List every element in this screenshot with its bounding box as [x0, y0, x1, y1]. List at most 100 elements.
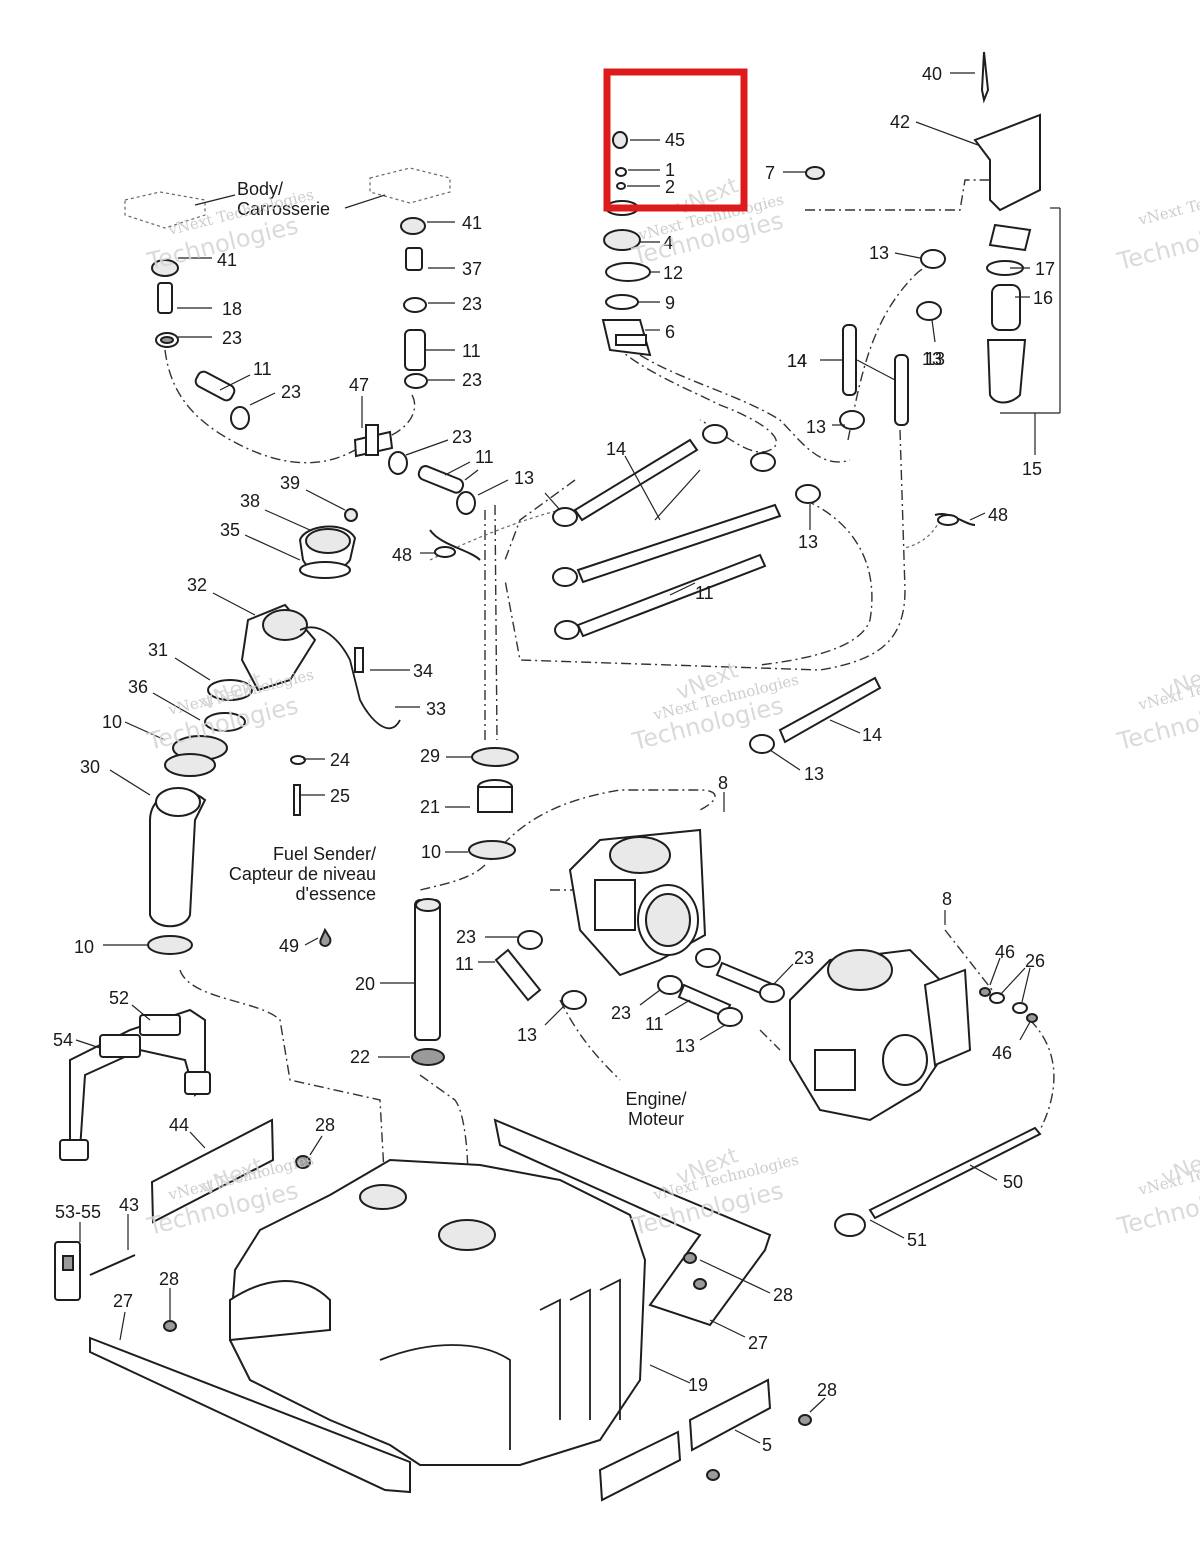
part-label: 14	[606, 439, 626, 459]
part-label: 46	[992, 1043, 1012, 1063]
part-label: 25	[330, 786, 350, 806]
part-label: 16	[1033, 288, 1053, 308]
part-label: 22	[350, 1047, 370, 1067]
part-label: 8	[942, 889, 952, 909]
note-fuel-sender-line1: Fuel Sender/	[273, 844, 376, 864]
part-label: 42	[890, 112, 910, 132]
part-label: 47	[349, 375, 369, 395]
part-label: 23	[794, 948, 814, 968]
choke-cable	[834, 1126, 1042, 1237]
part-label: 34	[413, 661, 433, 681]
part-label: 27	[113, 1291, 133, 1311]
part-label: 53-55	[55, 1202, 101, 1222]
part-label: 41	[217, 250, 237, 270]
part-label: 45	[665, 130, 685, 150]
part-label: 11	[645, 1014, 664, 1034]
part-label: 27	[748, 1333, 768, 1353]
callout-notes: Body/ Carrosserie Fuel Sender/ Capteur d…	[194, 179, 687, 1129]
part-label: 43	[119, 1195, 139, 1215]
part-label: 23	[611, 1003, 631, 1023]
part-number-labels: 40 42 45 1 2 7 4 12 9 6 41 41 37 18 23 2…	[53, 64, 1055, 1455]
part-label: 6	[665, 322, 675, 342]
nut-7	[805, 166, 825, 180]
watermark-text: vNext Technologies	[1136, 175, 1200, 229]
part-label: 20	[355, 974, 375, 994]
part-label: 10	[74, 937, 94, 957]
part-label: 28	[817, 1380, 837, 1400]
part-label: 54	[53, 1030, 73, 1050]
fuel-hoses	[494, 324, 909, 1019]
valve-assembly-top	[601, 131, 652, 357]
fuel-tank	[228, 1118, 772, 1466]
fuel-sender	[319, 898, 445, 1066]
fuel-filter-assembly	[973, 51, 1061, 455]
note-fuel-sender-line3: d'essence	[296, 884, 377, 904]
part-label: 37	[462, 259, 482, 279]
vent-fitting-left	[151, 259, 250, 430]
part-label: 11	[455, 954, 474, 974]
part-label: 40	[922, 64, 942, 84]
part-label: 11	[462, 341, 481, 361]
part-label: 17	[1035, 259, 1055, 279]
part-label: 24	[330, 750, 350, 770]
part-label: 49	[279, 936, 299, 956]
part-label: 14	[787, 351, 807, 371]
fuel-routing-lines	[164, 179, 1055, 1231]
leader-lines	[75, 72, 1031, 1444]
vent-fitting-right	[353, 217, 476, 515]
part-label: 38	[240, 491, 260, 511]
part-label: 13	[675, 1036, 695, 1056]
part-label: 13	[806, 417, 826, 437]
switch-53-55	[54, 1241, 136, 1301]
part-label: 14	[862, 725, 882, 745]
part-label: 13	[925, 349, 945, 369]
part-label: 12	[663, 263, 683, 283]
part-label: 13	[517, 1025, 537, 1045]
part-label: 7	[765, 163, 775, 183]
tank-strap	[59, 1008, 211, 1161]
part-label: 10	[102, 712, 122, 732]
note-body-line1: Body/	[237, 179, 283, 199]
part-label: 30	[80, 757, 100, 777]
tank-bracket-44	[150, 1118, 311, 1224]
part-label: 41	[462, 213, 482, 233]
part-label: 14	[787, 351, 807, 371]
part-label: 46	[995, 942, 1015, 962]
part-label: 44	[169, 1115, 189, 1135]
part-label: 28	[773, 1285, 793, 1305]
part-label: 35	[220, 520, 240, 540]
part-label: 5	[762, 1435, 772, 1455]
part-label: 10	[421, 842, 441, 862]
part-label: 2	[665, 177, 675, 197]
part-label: 8	[718, 773, 728, 793]
part-label: 13	[922, 349, 942, 369]
part-label: 21	[420, 797, 440, 817]
carburetor-rear	[789, 948, 972, 1122]
part-label: 51	[907, 1230, 927, 1250]
part-label: 13	[804, 764, 824, 784]
part-label: 29	[420, 746, 440, 766]
part-label: 11	[253, 359, 272, 379]
part-label: 23	[456, 927, 476, 947]
part-label: 9	[665, 293, 675, 313]
part-label: 13	[514, 468, 534, 488]
part-label: 15	[1022, 459, 1042, 479]
body-panel-left	[124, 167, 451, 229]
part-label: 4	[663, 233, 673, 253]
note-engine-line2: Moteur	[628, 1109, 684, 1129]
part-label: 33	[426, 699, 446, 719]
part-label: 11	[475, 447, 494, 467]
fuel-cap	[147, 508, 401, 955]
carburetor-front	[568, 828, 707, 977]
part-label: 13	[798, 532, 818, 552]
part-label: 23	[281, 382, 301, 402]
part-label: 32	[187, 575, 207, 595]
part-label: 50	[1003, 1172, 1023, 1192]
part-label: 48	[392, 545, 412, 565]
hose-clamps	[429, 249, 976, 1027]
part-label: 52	[109, 988, 129, 1008]
highlight-box	[603, 68, 748, 212]
part-label: 11	[695, 583, 714, 603]
tank-plates-5	[598, 1378, 812, 1502]
